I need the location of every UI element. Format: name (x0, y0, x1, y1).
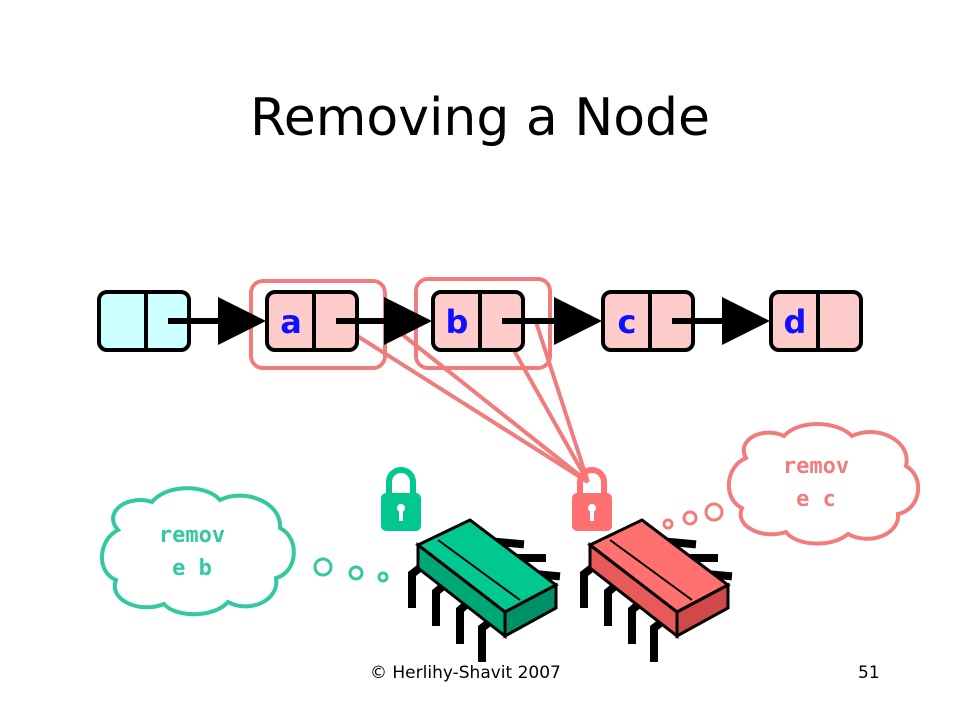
node-d: d (769, 290, 863, 352)
node-label-a: a (280, 303, 302, 341)
processor-chip-icon (580, 518, 733, 662)
thought-cloud-icon: remov e b (100, 486, 296, 617)
thought-bubbles-green (313, 557, 389, 583)
thought-cloud-icon: remov e c (726, 422, 921, 546)
slide-title: Removing a Node (249, 88, 711, 148)
node-c: c (601, 290, 695, 352)
padlock-icon (381, 467, 421, 531)
thought-bubbles-red (662, 502, 724, 530)
node-label-d: d (784, 303, 807, 341)
thought-text-green-line2: e b (172, 556, 212, 581)
node-a: a (265, 290, 359, 352)
thought-text-green-line1: remov (159, 523, 225, 548)
node-label-b: b (446, 303, 469, 341)
node-label-c: c (618, 303, 637, 341)
copyright-footer: © Herlihy-Shavit 2007 (370, 663, 561, 683)
processor-chip-icon (408, 518, 561, 662)
thought-text-red-line1: remov (783, 454, 849, 479)
padlock-icon (572, 467, 612, 531)
thought-text-red-line2: e c (796, 487, 836, 512)
page-number: 51 (858, 663, 880, 683)
